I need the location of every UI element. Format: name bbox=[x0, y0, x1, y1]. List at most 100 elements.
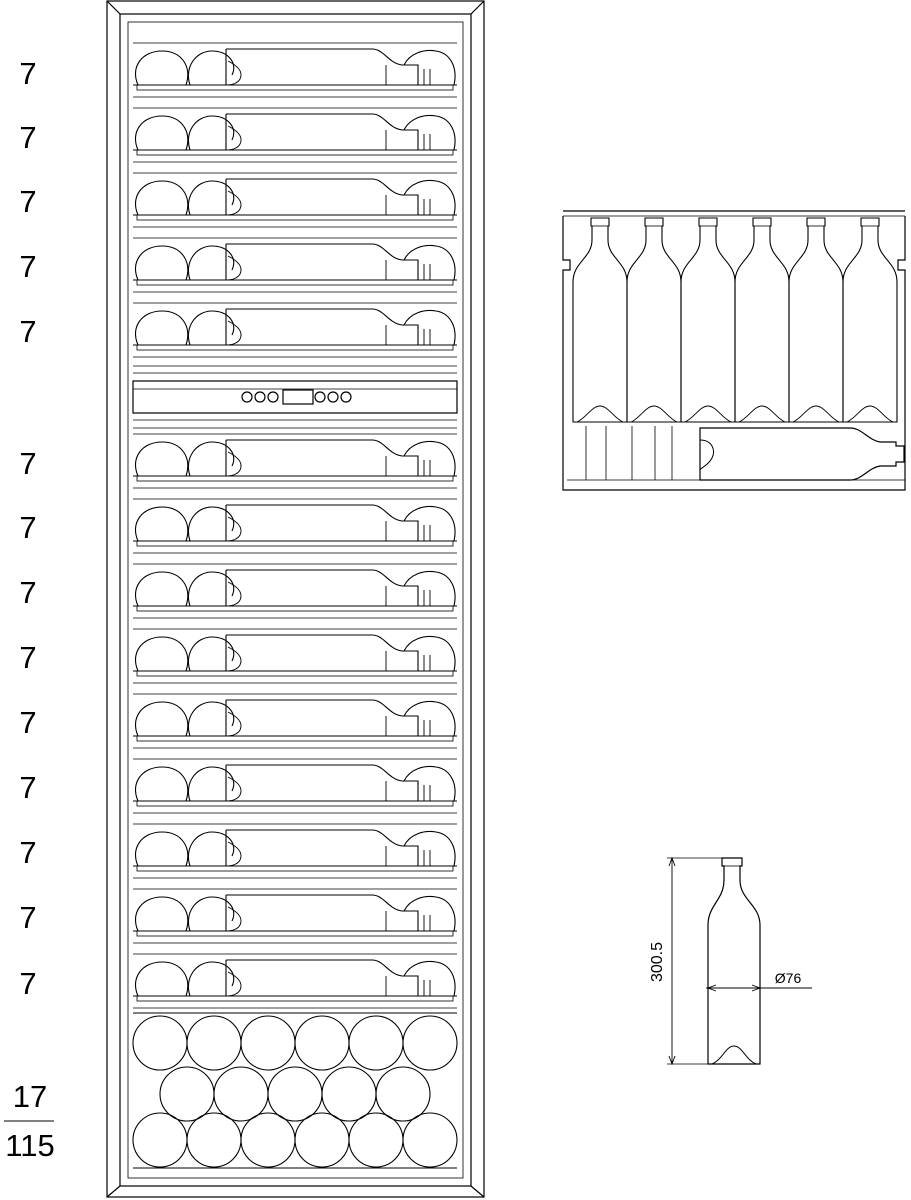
stacked-bottle-end bbox=[240, 1015, 296, 1071]
bottle-end bbox=[135, 896, 189, 932]
shelf-count-column: 7 7 7 7 7 7 7 7 7 7 7 7 7 7 17 115 bbox=[4, 56, 55, 1163]
shelf bbox=[133, 42, 457, 98]
bottle-punt bbox=[227, 255, 242, 281]
upright-bottle bbox=[572, 217, 628, 423]
shelf-count: 7 bbox=[19, 575, 36, 610]
bottle-punt bbox=[227, 711, 242, 737]
bottle-body bbox=[226, 243, 419, 280]
bottle-end bbox=[135, 50, 189, 86]
shelf-count: 7 bbox=[19, 640, 36, 675]
cabinet bbox=[106, 0, 485, 1198]
lying-bottle bbox=[699, 427, 905, 481]
bottle-end bbox=[135, 180, 189, 216]
stacked-bottle-end bbox=[240, 1112, 296, 1168]
bottle-end bbox=[188, 961, 235, 997]
control-button bbox=[267, 391, 279, 403]
shelf bbox=[133, 628, 457, 684]
shelf bbox=[133, 107, 457, 163]
shelf-rail bbox=[136, 995, 454, 1002]
upright-bottles bbox=[572, 217, 898, 423]
bottle-end bbox=[403, 49, 456, 86]
bottle-end bbox=[135, 506, 189, 542]
bottle-height-label: 300.5 bbox=[649, 942, 666, 982]
bottle-punt bbox=[227, 906, 242, 932]
bottle-diameter-label: Ø76 bbox=[775, 970, 802, 986]
control-panel-bar bbox=[132, 380, 458, 414]
bottle-punt bbox=[227, 451, 242, 477]
shelf-count: 7 bbox=[19, 900, 36, 935]
stacked-bottle-end bbox=[186, 1015, 242, 1071]
bottle-end bbox=[188, 766, 235, 802]
control-button bbox=[314, 391, 326, 403]
shelf-count: 7 bbox=[19, 966, 36, 1001]
bottle-end bbox=[188, 245, 235, 281]
stacked-bottle-end bbox=[402, 1112, 458, 1168]
shelf-rail bbox=[136, 344, 454, 351]
bottle-body bbox=[226, 178, 419, 215]
bottle-end bbox=[135, 571, 189, 607]
bottle-end bbox=[403, 830, 456, 867]
bottle-end bbox=[188, 50, 235, 86]
bottle-body bbox=[226, 48, 419, 85]
bottle-end bbox=[188, 571, 235, 607]
bottle-end bbox=[135, 831, 189, 867]
shelf bbox=[133, 693, 457, 749]
control-button bbox=[254, 391, 266, 403]
stacked-bottle-end bbox=[321, 1066, 377, 1122]
bottle-body bbox=[226, 699, 419, 736]
bottle-punt bbox=[227, 125, 242, 151]
bottle-outline bbox=[707, 857, 761, 1065]
cabinet-inner-frame bbox=[119, 13, 472, 1187]
stacked-bottle-end bbox=[267, 1066, 323, 1122]
shelf-rail bbox=[136, 214, 454, 221]
upright-bottle bbox=[680, 217, 736, 423]
bottle-punt bbox=[227, 581, 242, 607]
bottle-end bbox=[403, 570, 456, 607]
bottle-end bbox=[403, 440, 456, 477]
cabinet-glass-edge bbox=[127, 21, 464, 1179]
bottom-rack-count: 17 bbox=[13, 1079, 47, 1114]
bottle-end bbox=[135, 766, 189, 802]
bottle-body bbox=[226, 308, 419, 345]
bottle-end bbox=[135, 961, 189, 997]
bottle-body bbox=[226, 113, 419, 150]
bottle-end bbox=[135, 310, 189, 346]
shelf bbox=[133, 953, 457, 1009]
bottle-end bbox=[403, 895, 456, 932]
bottle-end bbox=[135, 701, 189, 737]
shelf-count: 7 bbox=[19, 510, 36, 545]
bottle-punt bbox=[227, 60, 242, 86]
shelf bbox=[133, 888, 457, 944]
bottle-punt bbox=[227, 841, 242, 867]
shelf-count: 7 bbox=[19, 705, 36, 740]
bottle-end bbox=[188, 310, 235, 346]
total-capacity: 115 bbox=[5, 1128, 54, 1163]
stacked-bottle-end bbox=[375, 1066, 431, 1122]
shelf-count: 7 bbox=[19, 446, 36, 481]
stacked-bottle-end bbox=[294, 1015, 350, 1071]
bottle-end bbox=[135, 245, 189, 281]
shelf-count: 7 bbox=[19, 249, 36, 284]
cabinet-outer-frame bbox=[106, 0, 485, 1198]
bottle-punt bbox=[227, 320, 242, 346]
shelf-rail bbox=[136, 930, 454, 937]
stacked-bottle-end bbox=[186, 1112, 242, 1168]
upright-bottle bbox=[734, 217, 790, 423]
shelf-count: 7 bbox=[19, 835, 36, 870]
bottle-dimension-drawing bbox=[667, 856, 812, 1066]
temperature-display bbox=[282, 389, 314, 405]
shelf-count: 7 bbox=[19, 770, 36, 805]
bottle-body bbox=[226, 504, 419, 541]
bottle-end bbox=[403, 114, 456, 151]
bottle-end bbox=[188, 115, 235, 151]
bottle-end bbox=[188, 831, 235, 867]
bottle-punt bbox=[227, 190, 242, 216]
bottle-body bbox=[226, 829, 419, 866]
stacked-bottle-end bbox=[132, 1015, 188, 1071]
bottle-end bbox=[403, 309, 456, 346]
bottle-body bbox=[226, 634, 419, 671]
bottle-punt bbox=[227, 776, 242, 802]
bottle-punt bbox=[227, 516, 242, 542]
bottle-end bbox=[188, 636, 235, 672]
bottle-end bbox=[135, 115, 189, 151]
